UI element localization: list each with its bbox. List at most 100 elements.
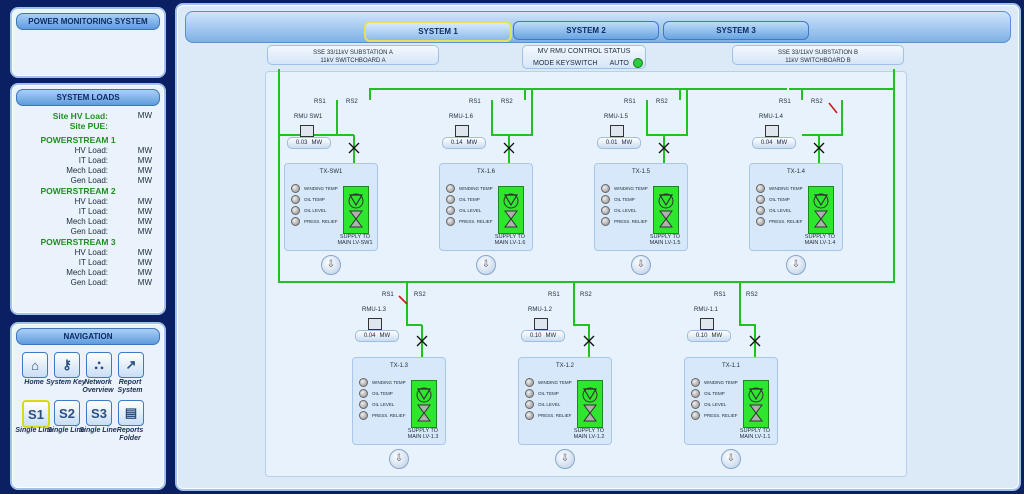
transformer-icon[interactable] [653,186,679,234]
load-label: Mech Load: [66,217,108,226]
rmu-name: RMU-1.1 [694,307,719,313]
meter-icon[interactable] [368,318,382,330]
mw-unit: MW [711,333,723,339]
down-arrow-icon[interactable]: ⇩ [321,255,341,275]
rmu-name: RMU-1.4 [759,114,784,120]
alarm-indicator: OIL TEMP [756,194,790,204]
power-monitoring-title: POWER MONITORING SYSTEM [16,13,160,30]
mode-keyswitch-label: MODE KEYSWITCH [533,59,598,67]
load-unit: MW [137,207,152,216]
mw-value: 0.04 [760,140,773,146]
nav-button[interactable]: S3 [86,400,112,426]
load-row: HV Load:MW [22,248,156,258]
rs1-label: RS1 [314,99,326,105]
tx-name: TX-1.4 [786,169,805,175]
down-arrow-icon[interactable]: ⇩ [476,255,496,275]
down-arrow-icon[interactable]: ⇩ [786,255,806,275]
transformer-icon[interactable] [808,186,834,234]
nav-button[interactable]: ⚷ [54,352,80,378]
meter-icon[interactable] [765,125,779,137]
alarm-indicator: OIL LEVEL [359,399,394,409]
nav-label: Report System [117,379,143,394]
single-line-badge: S2 [59,405,75,421]
alarm-indicator: PRESS. RELIEF [525,410,572,420]
nav-label: Network Overview [82,379,114,394]
powerstream-title: POWERSTREAM 2 [40,186,116,196]
alarm-indicator: OIL TEMP [691,388,725,398]
transformer-icon[interactable] [577,380,603,428]
tab-system-3[interactable]: SYSTEM 3 [663,21,809,40]
supply-line2: MAIN LV-1.3 [407,434,439,440]
mode-value: AUTO [609,59,629,67]
supply-line1: SUPPLY TO [573,428,605,434]
load-label: Gen Load: [70,227,108,236]
mw-unit: MW [379,333,391,339]
tx-name: TX-1.1 [721,363,740,369]
nav-button[interactable]: ⌂ [22,352,48,378]
busbar-segment [369,88,533,136]
supply-line1: SUPPLY TO [339,234,371,240]
indicator-label: WINDING TEMP [769,185,803,191]
meter-icon[interactable] [455,125,469,137]
load-label: Mech Load: [66,166,108,175]
mw-value: 0.10 [695,333,708,339]
nav-button[interactable]: ▤ [118,400,144,426]
network-icon: ⛬ [94,357,104,372]
alarm-indicator: OIL TEMP [446,194,480,204]
tx-name: TX-SW1 [319,169,343,175]
alarm-indicator: WINDING TEMP [446,183,493,193]
meter-icon[interactable] [300,125,314,137]
tab-system-2[interactable]: SYSTEM 2 [513,21,659,40]
alarm-indicator: OIL LEVEL [291,205,326,215]
mw-unit: MW [621,140,633,146]
nav-button[interactable]: ⛬ [86,352,112,378]
site-pue-label: Site PUE: [69,121,108,131]
nav-label: Single Line [15,427,53,434]
transformer-icon[interactable] [498,186,524,234]
transformer-icon[interactable] [743,380,769,428]
supply-line2: MAIN LV-1.5 [649,240,681,246]
rs2-label: RS2 [501,99,513,105]
nav-button[interactable]: S2 [54,400,80,426]
rmu-name: RMU-1.3 [362,307,387,313]
folder-icon: ▤ [124,405,138,420]
down-arrow-icon[interactable]: ⇩ [721,449,741,469]
alarm-indicator: OIL TEMP [359,388,393,398]
rs1-label: RS1 [779,99,791,105]
substation-b-line2: 11kV SWITCHBOARD B [785,58,851,64]
mw-value: 0.14 [450,140,463,146]
down-arrow-icon[interactable]: ⇩ [389,449,409,469]
down-arrow-icon[interactable]: ⇩ [555,449,575,469]
load-label: Gen Load: [70,176,108,185]
meter-icon[interactable] [534,318,548,330]
indicator-lamp [691,410,700,420]
meter-icon[interactable] [610,125,624,137]
transformer-icon[interactable] [343,186,369,234]
indicator-label: OIL TEMP [614,196,635,202]
indicator-lamp [756,216,765,226]
indicator-lamp [291,183,300,193]
alarm-indicator: WINDING TEMP [359,377,406,387]
down-arrow-icon[interactable]: ⇩ [631,255,651,275]
rmu-name: RMU-1.5 [604,114,629,120]
supply-line2: MAIN LV-1.2 [573,434,605,440]
tab-system-1[interactable]: SYSTEM 1 [364,21,512,42]
nav-button[interactable]: ↗ [118,352,144,378]
alarm-indicator: PRESS. RELIEF [446,216,493,226]
busbar-segment [828,102,838,114]
transformer-icon[interactable] [411,380,437,428]
home-icon: ⌂ [31,357,39,373]
nav-button[interactable]: S1 [22,400,50,428]
meter-icon[interactable] [700,318,714,330]
single-line-badge: S3 [91,405,107,421]
supply-line1: SUPPLY TO [739,428,771,434]
indicator-lamp [446,194,455,204]
indicator-label: OIL TEMP [769,196,790,202]
load-label: HV Load: [74,146,108,155]
loads-list: Site HV Load: MW Site PUE: POWERSTREAM 1… [22,111,156,288]
